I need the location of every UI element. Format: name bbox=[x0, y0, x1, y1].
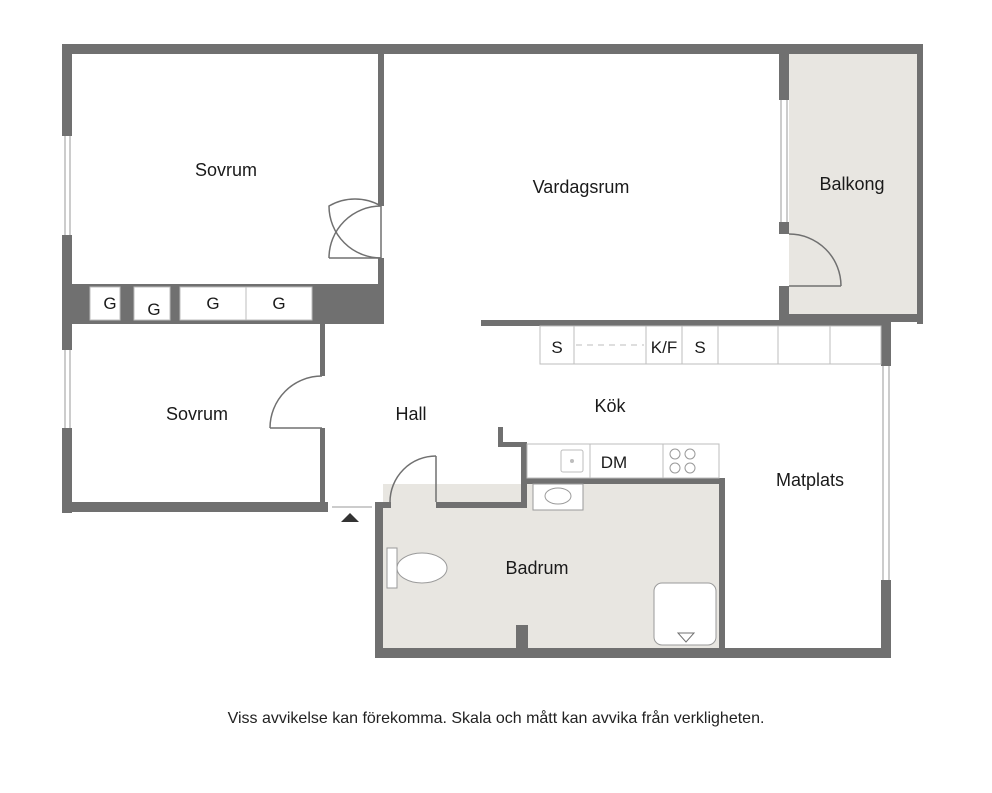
shower-drain-icon bbox=[676, 632, 696, 643]
wall-hall-left-2 bbox=[320, 428, 325, 512]
wall-balcony-bottom bbox=[779, 314, 923, 322]
room-label-vardagsrum: Vardagsrum bbox=[533, 177, 630, 197]
bathroom-fixtures bbox=[386, 483, 717, 646]
wardrobes bbox=[89, 286, 313, 321]
toilet-bowl-icon bbox=[396, 552, 448, 584]
wall-bedroom-living-1 bbox=[378, 54, 384, 206]
wardrobe-wall-mid bbox=[120, 284, 134, 324]
wall-bedroom-living-2 bbox=[378, 258, 384, 324]
storage-right-label: S bbox=[694, 338, 705, 357]
room-label-badrum: Badrum bbox=[505, 558, 568, 578]
wall-left-3 bbox=[62, 428, 72, 513]
balcony-floor bbox=[789, 53, 919, 315]
wardrobe-3-label: G bbox=[206, 294, 219, 313]
wardrobe-2-label: G bbox=[147, 300, 160, 319]
wall-left-1 bbox=[62, 44, 72, 136]
wardrobe-wall-mid2 bbox=[170, 284, 180, 324]
wardrobe-4-label: G bbox=[272, 294, 285, 313]
doors bbox=[269, 198, 842, 503]
door-top-bedroom-arc bbox=[328, 205, 382, 259]
wall-living-bottom bbox=[481, 320, 891, 326]
wall-kitchen-stub-h bbox=[498, 442, 527, 447]
wall-bottom-left bbox=[62, 502, 328, 512]
wall-bathroom-left bbox=[375, 502, 383, 658]
disclaimer-text: Viss avvikelse kan förekomma. Skala och … bbox=[227, 710, 765, 727]
dishwasher-label: DM bbox=[601, 453, 627, 472]
toilet-tank bbox=[386, 547, 398, 589]
entrance-arrow-icon bbox=[341, 513, 359, 522]
wall-bathroom-top bbox=[522, 478, 725, 484]
room-label-sovrum-top: Sovrum bbox=[195, 160, 257, 180]
wardrobe-top-line bbox=[62, 284, 382, 287]
wall-kitchen-stub-top bbox=[498, 427, 503, 447]
wardrobe-wall-right bbox=[312, 284, 382, 324]
stove-icon bbox=[669, 448, 696, 474]
shower-tray bbox=[653, 582, 717, 646]
wall-balcony-left-2 bbox=[779, 222, 789, 234]
wall-bathroom-stub bbox=[516, 625, 528, 653]
balcony-railing-posts bbox=[917, 118, 923, 256]
room-label-balkong: Balkong bbox=[819, 174, 884, 194]
wall-bathroom-top-right bbox=[436, 502, 526, 508]
wall-right-1 bbox=[881, 320, 891, 366]
door-balcony-arc bbox=[788, 233, 842, 287]
wardrobe-1-label: G bbox=[103, 294, 116, 313]
wardrobe-bottom-line bbox=[62, 320, 382, 324]
windows bbox=[64, 100, 890, 580]
wardrobe-wall-left bbox=[62, 284, 90, 324]
room-label-hall: Hall bbox=[395, 404, 426, 424]
storage-left-label: S bbox=[551, 338, 562, 357]
wall-bottom-right bbox=[375, 648, 891, 658]
wall-balcony-right bbox=[917, 44, 923, 324]
door-bathroom-arc bbox=[389, 455, 437, 503]
wall-right-2 bbox=[881, 580, 891, 658]
room-label-matplats: Matplats bbox=[776, 470, 844, 490]
wall-hall-left-1 bbox=[320, 324, 325, 376]
wall-balcony-left-3 bbox=[779, 286, 789, 326]
room-label-kok: Kök bbox=[594, 396, 626, 416]
wall-kitchen-stub-v bbox=[521, 444, 527, 508]
kitchen-top-cabinets bbox=[539, 325, 882, 365]
wall-top bbox=[62, 44, 922, 54]
room-label-sovrum-bottom: Sovrum bbox=[166, 404, 228, 424]
floor-plan: G G G G S K/F S DM Sovrum Vardagsrum Ba bbox=[62, 44, 923, 658]
wall-bathroom-left-top bbox=[375, 502, 391, 508]
door-lower-bedroom-arc bbox=[269, 375, 323, 429]
door-top-bedroom bbox=[328, 198, 382, 259]
wall-bathroom-right bbox=[719, 478, 725, 654]
fridge-freezer-label: K/F bbox=[651, 338, 677, 357]
wall-balcony-left-1 bbox=[779, 54, 789, 100]
walls bbox=[62, 44, 923, 658]
